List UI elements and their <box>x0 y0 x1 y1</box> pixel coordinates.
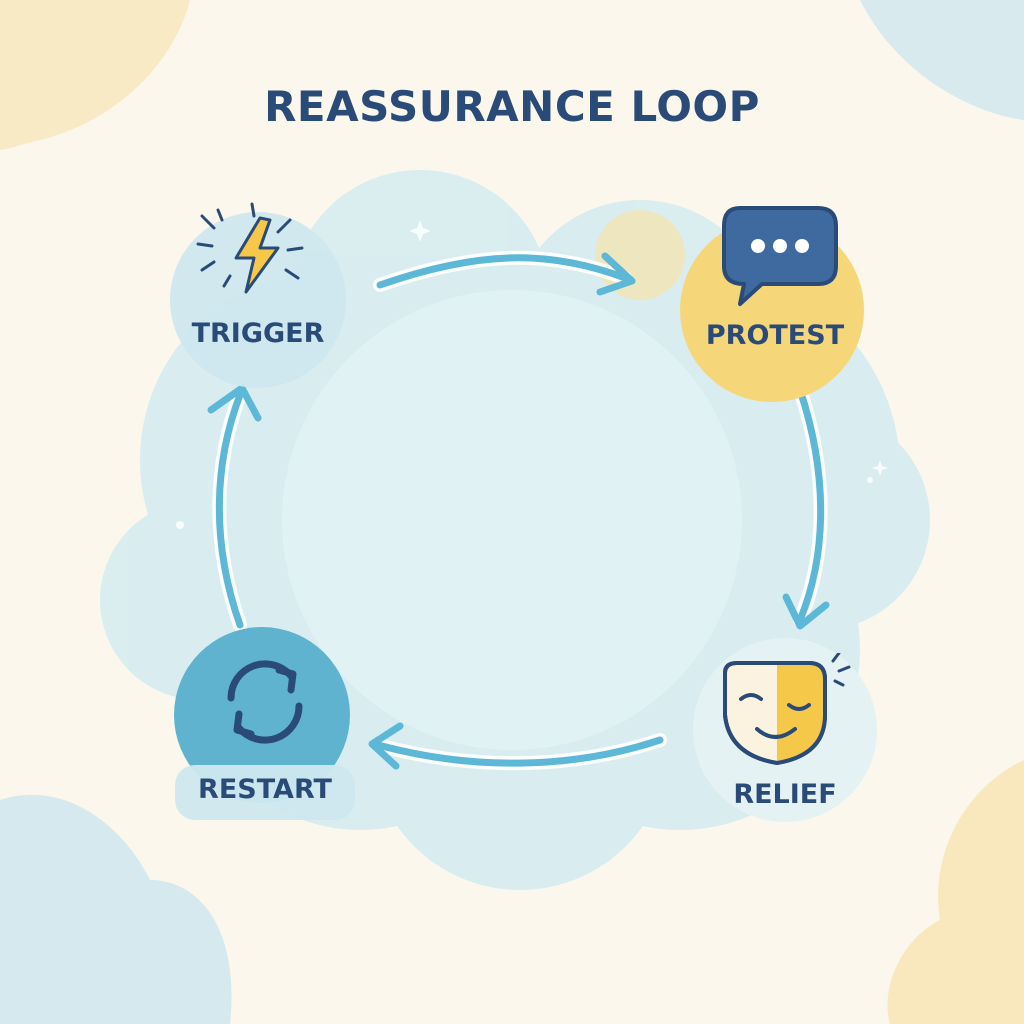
node-trigger: TRIGGER <box>170 200 346 376</box>
arrow-restart-to-trigger <box>215 391 244 629</box>
restart-label-backdrop <box>175 765 355 820</box>
arrow-relief-to-restart <box>374 736 664 767</box>
arrowhead-restart <box>368 722 404 770</box>
arrowhead-trigger <box>207 384 262 422</box>
page-title: REASSURANCE LOOP <box>264 82 760 131</box>
protest-label: PROTEST <box>705 320 845 351</box>
restart-circle <box>174 627 350 803</box>
lightning-bolt-icon <box>196 202 304 294</box>
node-relief: RELIEF <box>695 645 875 825</box>
speech-bubble-icon <box>722 206 838 306</box>
node-protest: PROTEST <box>680 200 870 400</box>
sparkle-decor <box>176 220 888 529</box>
refresh-arrows-icon <box>227 660 303 744</box>
restart-label: RESTART <box>198 774 332 805</box>
node-restart: RESTART <box>175 630 355 820</box>
trigger-circle <box>170 212 346 388</box>
relieved-face-icon <box>723 653 851 765</box>
relief-label: RELIEF <box>733 779 837 810</box>
arrowhead-relief <box>782 593 830 630</box>
arrow-trigger-to-protest <box>376 254 629 289</box>
arrow-protest-to-relief <box>796 386 825 624</box>
arrowhead-protest <box>596 252 636 296</box>
trigger-label: TRIGGER <box>191 318 325 349</box>
